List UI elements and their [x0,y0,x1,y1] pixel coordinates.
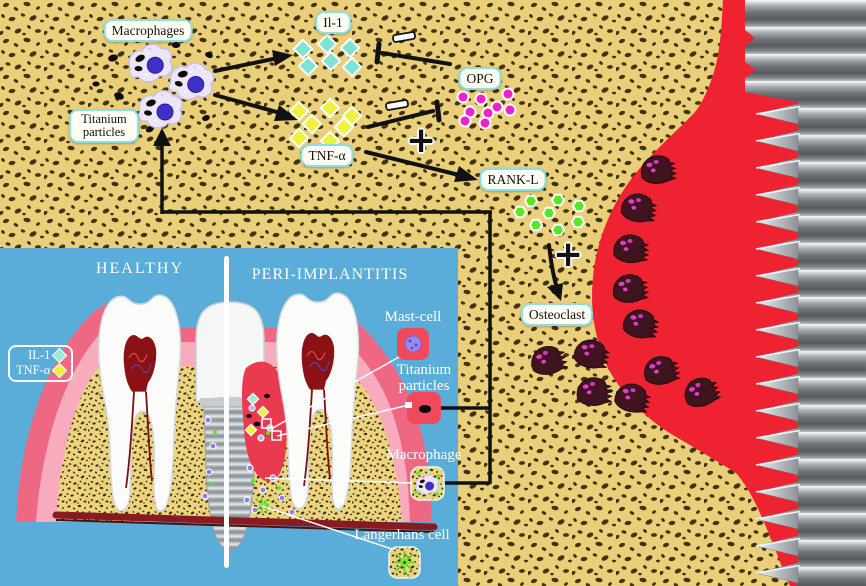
callout-lines [261,356,413,550]
minus-sign [385,99,409,111]
healthy-title: HEALTHY [95,260,185,277]
tnf-diamond-icon [52,362,68,379]
osteoclast-label: Osteoclast [520,303,594,326]
opg-label: OPG [458,67,502,90]
implant-threads [755,103,801,584]
macrophage-cluster [92,41,216,133]
macrophage-callout-label: Macrophage [386,447,462,463]
plus-sign: + [553,234,584,275]
red-pocket [242,361,287,482]
inhibit-tnf-opg [366,99,442,129]
macrophage-box [410,466,445,501]
langerhans-cell-box [388,546,421,579]
arrow-macrophage-il1 [213,50,293,73]
il1-label: Il-1 [315,11,351,34]
divider-line [224,256,229,568]
macrophages-label: Macrophages [103,19,193,42]
inset-illustration [0,248,458,586]
titanium-particles-label: Titanium particles [69,109,139,143]
tnf-label: TNF-α [300,144,354,167]
pocket-cells [244,392,274,442]
pathway-arrows [213,41,563,301]
implant [745,0,866,586]
tissue-base-line [52,511,438,531]
minus-sign [392,31,416,43]
il1-diamond-icon [52,347,68,364]
titanium-callout-label: Titanium particles [396,362,452,394]
tissue-base-shadow [55,519,435,533]
feedback-loop [153,128,492,485]
legend-il1-label: IL-1 [28,348,51,362]
titanium-particles-box [405,392,441,424]
opg-molecules [456,87,517,130]
arrow-macrophage-tnf [213,93,298,121]
langerhans-callout-label: Langerhans cell [354,527,450,543]
plus-sign: + [406,120,437,161]
peri-implantitis-title: PERI-IMPLANTITIS [251,266,409,283]
arrow-rankl-osteoclast [547,243,563,301]
inhibit-opg-il1 [374,41,452,66]
rankl-label: RANK-L [479,168,547,191]
mast-cell-box [397,328,429,360]
cytokine-legend: IL-1 TNF-α [8,345,74,382]
mast-cell-callout-label: Mast-cell [384,309,442,325]
il1-molecules [292,33,363,78]
legend-tnf-label: TNF-α [16,363,51,377]
inflamed-tissue [592,0,806,586]
arrow-tnf-rankl [364,150,478,182]
